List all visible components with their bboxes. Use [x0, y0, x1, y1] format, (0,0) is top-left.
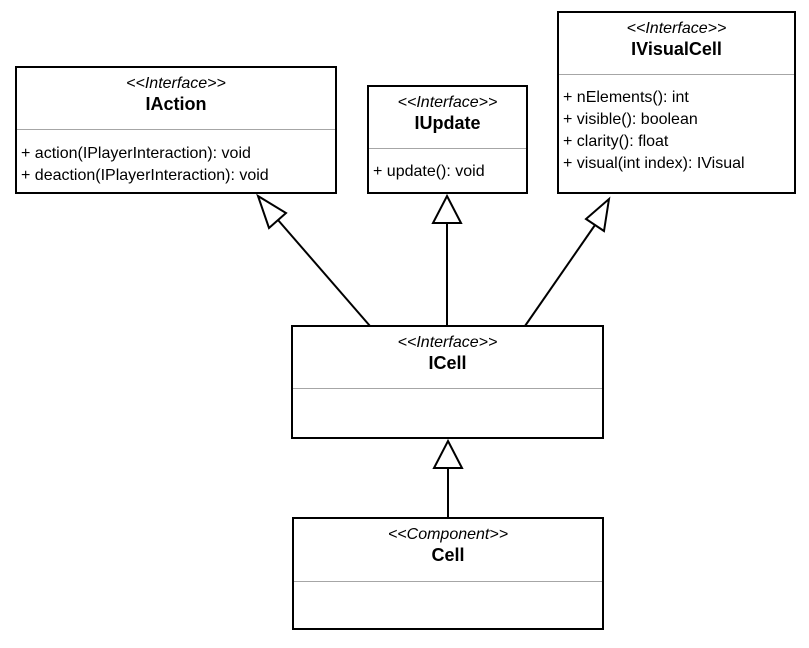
operation: + update(): void — [373, 163, 485, 180]
generalization-arrowhead — [256, 193, 288, 230]
operation: + deaction(IPlayerInteraction): void — [21, 167, 269, 184]
stereotype-label: <<Component>> — [387, 526, 509, 543]
icell-to-iaction-line — [277, 219, 371, 327]
stereotype-label: <<Interface>> — [126, 75, 226, 92]
compartment-divider — [294, 581, 602, 582]
compartment-divider — [293, 388, 602, 389]
stereotype-label: <<Interface>> — [397, 94, 498, 111]
operations-compartment: + update(): void — [373, 161, 524, 183]
class-name: IUpdate — [414, 113, 481, 133]
generalization-arrowhead — [584, 196, 611, 233]
generalization-arrowhead — [431, 193, 463, 224]
operation: + visual(int index): IVisual — [563, 155, 745, 172]
stereotype-label: <<Interface>> — [626, 20, 727, 37]
operation: + action(IPlayerInteraction): void — [21, 145, 251, 162]
class-name: IVisualCell — [631, 39, 722, 59]
compartment-divider — [559, 74, 794, 75]
class-name: IAction — [145, 94, 207, 114]
compartment-divider — [17, 129, 335, 130]
class-box-ivisualcell[interactable]: <<Interface>> IVisualCell + nElements():… — [557, 11, 796, 194]
class-box-iaction[interactable]: <<Interface>> IAction + action(IPlayerIn… — [15, 66, 337, 194]
class-box-icell[interactable]: <<Interface>> ICell — [291, 325, 604, 439]
generalization-arrowhead — [432, 438, 464, 469]
icell-to-ivisualcell-line — [524, 224, 596, 327]
class-name: Cell — [431, 545, 465, 565]
operation: + visible(): boolean — [563, 111, 698, 128]
class-box-cell[interactable]: <<Component>> Cell — [292, 517, 604, 630]
compartment-divider — [369, 148, 526, 149]
class-box-iupdate[interactable]: <<Interface>> IUpdate + update(): void — [367, 85, 528, 194]
class-name: ICell — [428, 353, 467, 373]
operations-compartment: + action(IPlayerInteraction): void + dea… — [21, 143, 333, 187]
operation: + clarity(): float — [563, 133, 669, 150]
operations-compartment: + nElements(): int + visible(): boolean … — [563, 87, 792, 175]
stereotype-label: <<Interface>> — [397, 334, 498, 351]
operation: + nElements(): int — [563, 89, 689, 106]
